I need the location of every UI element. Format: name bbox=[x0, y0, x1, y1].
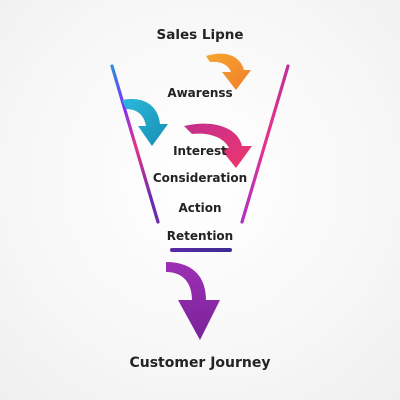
large-purple-arrow-icon bbox=[166, 262, 220, 340]
stage-interest-label: Interest bbox=[173, 144, 227, 158]
funnel-base-bar bbox=[170, 248, 232, 252]
funnel-left-edge bbox=[110, 64, 160, 224]
diagram-footer-label: Customer Journey bbox=[129, 355, 271, 371]
orange-arrow-icon bbox=[206, 53, 251, 90]
teal-arrow-icon bbox=[122, 99, 168, 146]
pink-arrow-icon bbox=[184, 123, 252, 168]
stage-action-label: Action bbox=[178, 201, 222, 215]
funnel-right-edge bbox=[240, 64, 290, 224]
stage-awareness-label: Awarenss bbox=[167, 86, 233, 100]
diagram-title: Sales Lipne bbox=[156, 27, 244, 43]
funnel-outline bbox=[110, 64, 290, 224]
stage-retention-label: Retention bbox=[166, 229, 234, 243]
stage-consideration-label: Consideration bbox=[152, 171, 248, 185]
